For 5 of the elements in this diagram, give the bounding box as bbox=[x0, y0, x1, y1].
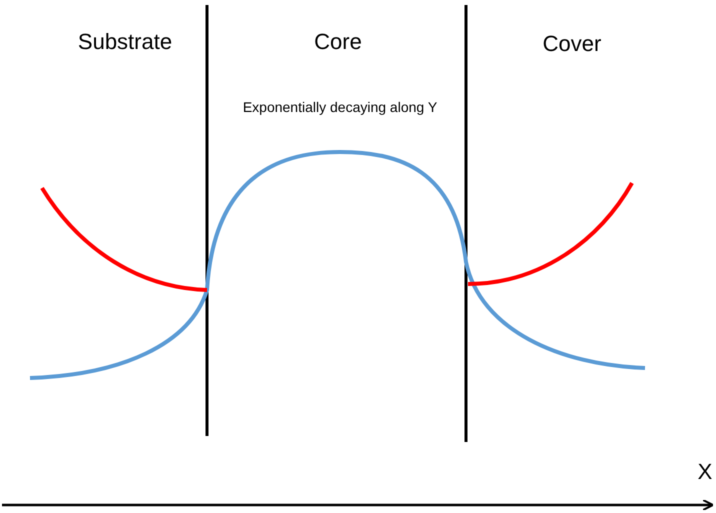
axis-label: X bbox=[696, 458, 714, 486]
layer-label: Substrate bbox=[76, 28, 174, 56]
annotation-text: Exponentially decaying along Y bbox=[242, 98, 438, 116]
layer-label: Cover bbox=[542, 30, 602, 58]
layer-label: Core bbox=[313, 28, 363, 56]
